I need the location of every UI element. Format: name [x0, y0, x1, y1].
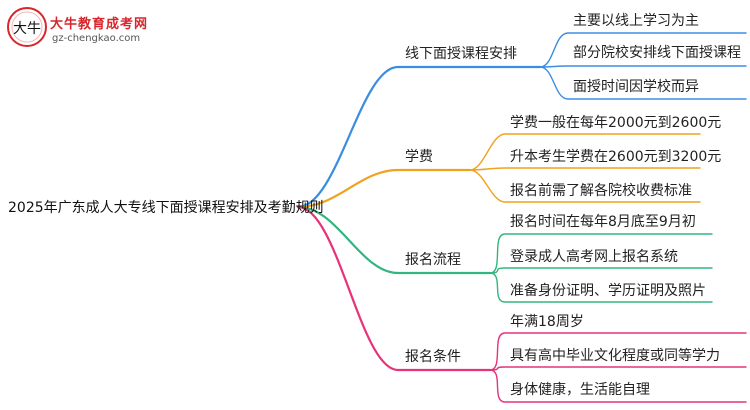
branch-tuition[interactable]: 学费 [405, 149, 433, 165]
logo-title: 大牛教育成考网 [50, 17, 149, 32]
branch-connector-1 [296, 65, 542, 209]
branch-connector-3 [296, 205, 492, 275]
leaf-fee-standard[interactable]: 报名前需了解各院校收费标准 [510, 183, 692, 199]
branch-registration-process[interactable]: 报名流程 [405, 252, 461, 268]
leaf-connector-1-1 [539, 32, 747, 68]
root-node[interactable]: 2025年广东成人大专线下面授课程安排及考勤规则 [8, 200, 324, 216]
leaf-connector-3-2 [489, 267, 713, 274]
leaf-prepare-documents[interactable]: 准备身份证明、学历证明及照片 [510, 283, 706, 299]
leaf-health-requirement[interactable]: 身体健康，生活能自理 [510, 382, 650, 398]
leaf-connector-3-1 [489, 233, 713, 274]
leaf-connector-4-2 [489, 366, 747, 371]
logo-mark-icon: 大牛 [7, 7, 47, 47]
leaf-registration-time[interactable]: 报名时间在每年8月底至9月初 [510, 214, 696, 230]
leaf-education-requirement[interactable]: 具有高中毕业文化程度或同等学力 [510, 348, 720, 364]
leaf-tuition-range[interactable]: 学费一般在每年2000元到2600元 [510, 115, 722, 131]
leaf-connector-4-1 [489, 332, 747, 371]
leaf-connector-4-3 [489, 369, 747, 403]
leaf-connector-1-3 [539, 66, 747, 100]
leaf-some-offline[interactable]: 部分院校安排线下面授课程 [573, 45, 741, 61]
branch-offline-classes[interactable]: 线下面授课程安排 [405, 46, 517, 62]
leaf-upgrade-tuition[interactable]: 升本考生学费在2600元到3200元 [510, 149, 722, 165]
leaf-connector-2-2 [469, 167, 701, 171]
leaf-online-system[interactable]: 登录成人高考网上报名系统 [510, 249, 678, 265]
leaf-age-requirement[interactable]: 年满18周岁 [510, 314, 584, 330]
branch-eligibility[interactable]: 报名条件 [405, 349, 461, 365]
leaf-connector-2-1 [469, 133, 701, 171]
leaf-connector-3-3 [489, 272, 713, 303]
leaf-time-varies[interactable]: 面授时间因学校而异 [573, 79, 699, 95]
leaf-connector-1-2 [539, 65, 747, 68]
branch-connector-2 [296, 168, 472, 209]
branch-connector-4 [296, 205, 492, 372]
logo-url: gz-chengkao.com [52, 33, 141, 44]
leaf-connector-2-3 [469, 169, 701, 203]
leaf-online-main[interactable]: 主要以线上学习为主 [573, 13, 699, 29]
svg-text:大牛: 大牛 [13, 21, 41, 37]
